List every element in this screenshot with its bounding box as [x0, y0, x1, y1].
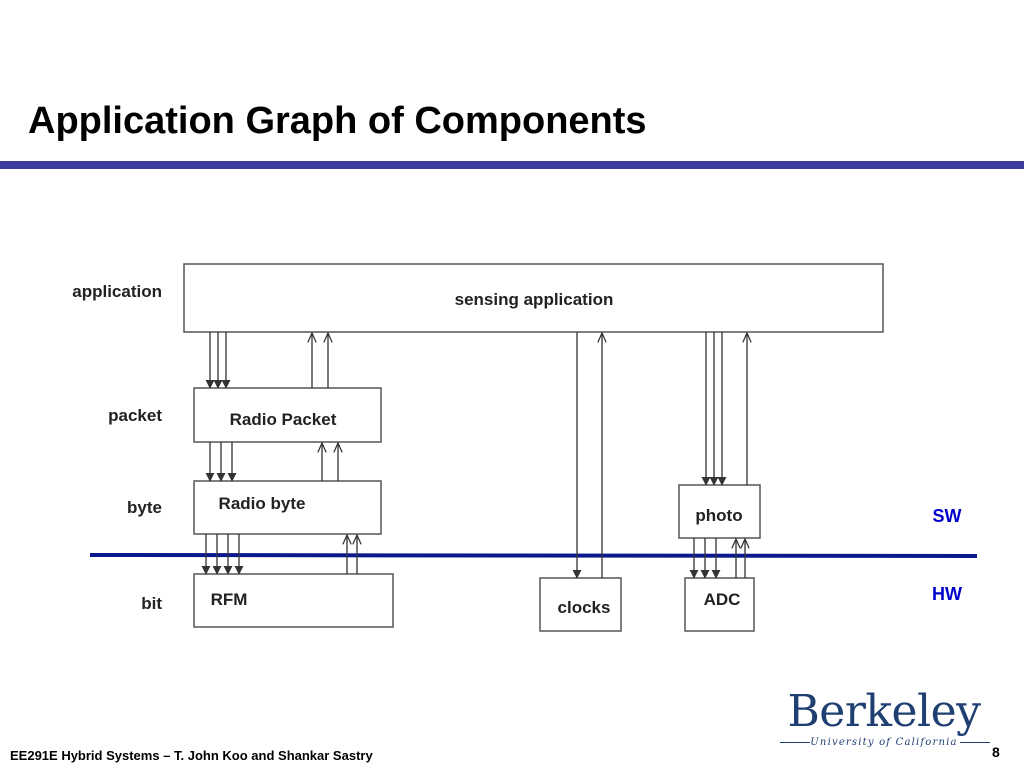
sensing-application-label: sensing application [455, 290, 614, 309]
hw-layer-label: HW [932, 584, 962, 604]
packet-to-byte-arrows [205, 442, 237, 482]
app-clocks-arrows [572, 332, 602, 579]
level-label-application: application [72, 282, 162, 301]
logo-rule-left [780, 742, 810, 743]
byte-to-rfm-arrows [201, 534, 244, 575]
berkeley-logo: Berkeley University of California [778, 686, 994, 752]
adc-label: ADC [704, 590, 741, 609]
radio-byte-box [193, 480, 382, 535]
radio-packet-box [193, 387, 382, 443]
app-to-packet-arrows [205, 332, 231, 389]
packet-to-app-arrows [312, 333, 328, 388]
logo-rule-right [960, 742, 990, 743]
level-label-packet: packet [108, 406, 162, 425]
photo-adc-arrows [689, 538, 745, 579]
level-label-bit: bit [141, 594, 162, 613]
rfm-to-byte-arrows [347, 535, 357, 574]
photo-label: photo [695, 506, 742, 525]
logo-wordmark: Berkeley [787, 686, 981, 737]
page-number: 8 [992, 744, 1000, 760]
rfm-label: RFM [211, 590, 248, 609]
title-underline [0, 161, 1024, 169]
radio-byte-label: Radio byte [219, 494, 306, 513]
slide-footer: EE291E Hybrid Systems – T. John Koo and … [10, 748, 373, 763]
app-photo-arrows [701, 332, 747, 486]
sw-layer-label: SW [933, 506, 962, 526]
logo-subtitle: University of California [810, 737, 958, 748]
sensing-application-box [183, 263, 884, 333]
level-label-byte: byte [127, 498, 162, 517]
sw-hw-boundary [89, 553, 978, 558]
clocks-label: clocks [558, 598, 611, 617]
radio-packet-label: Radio Packet [230, 410, 337, 429]
rfm-box [193, 573, 394, 628]
slide-title: Application Graph of Components [28, 100, 647, 142]
byte-to-packet-arrows [322, 443, 338, 481]
adc-box [684, 577, 755, 632]
